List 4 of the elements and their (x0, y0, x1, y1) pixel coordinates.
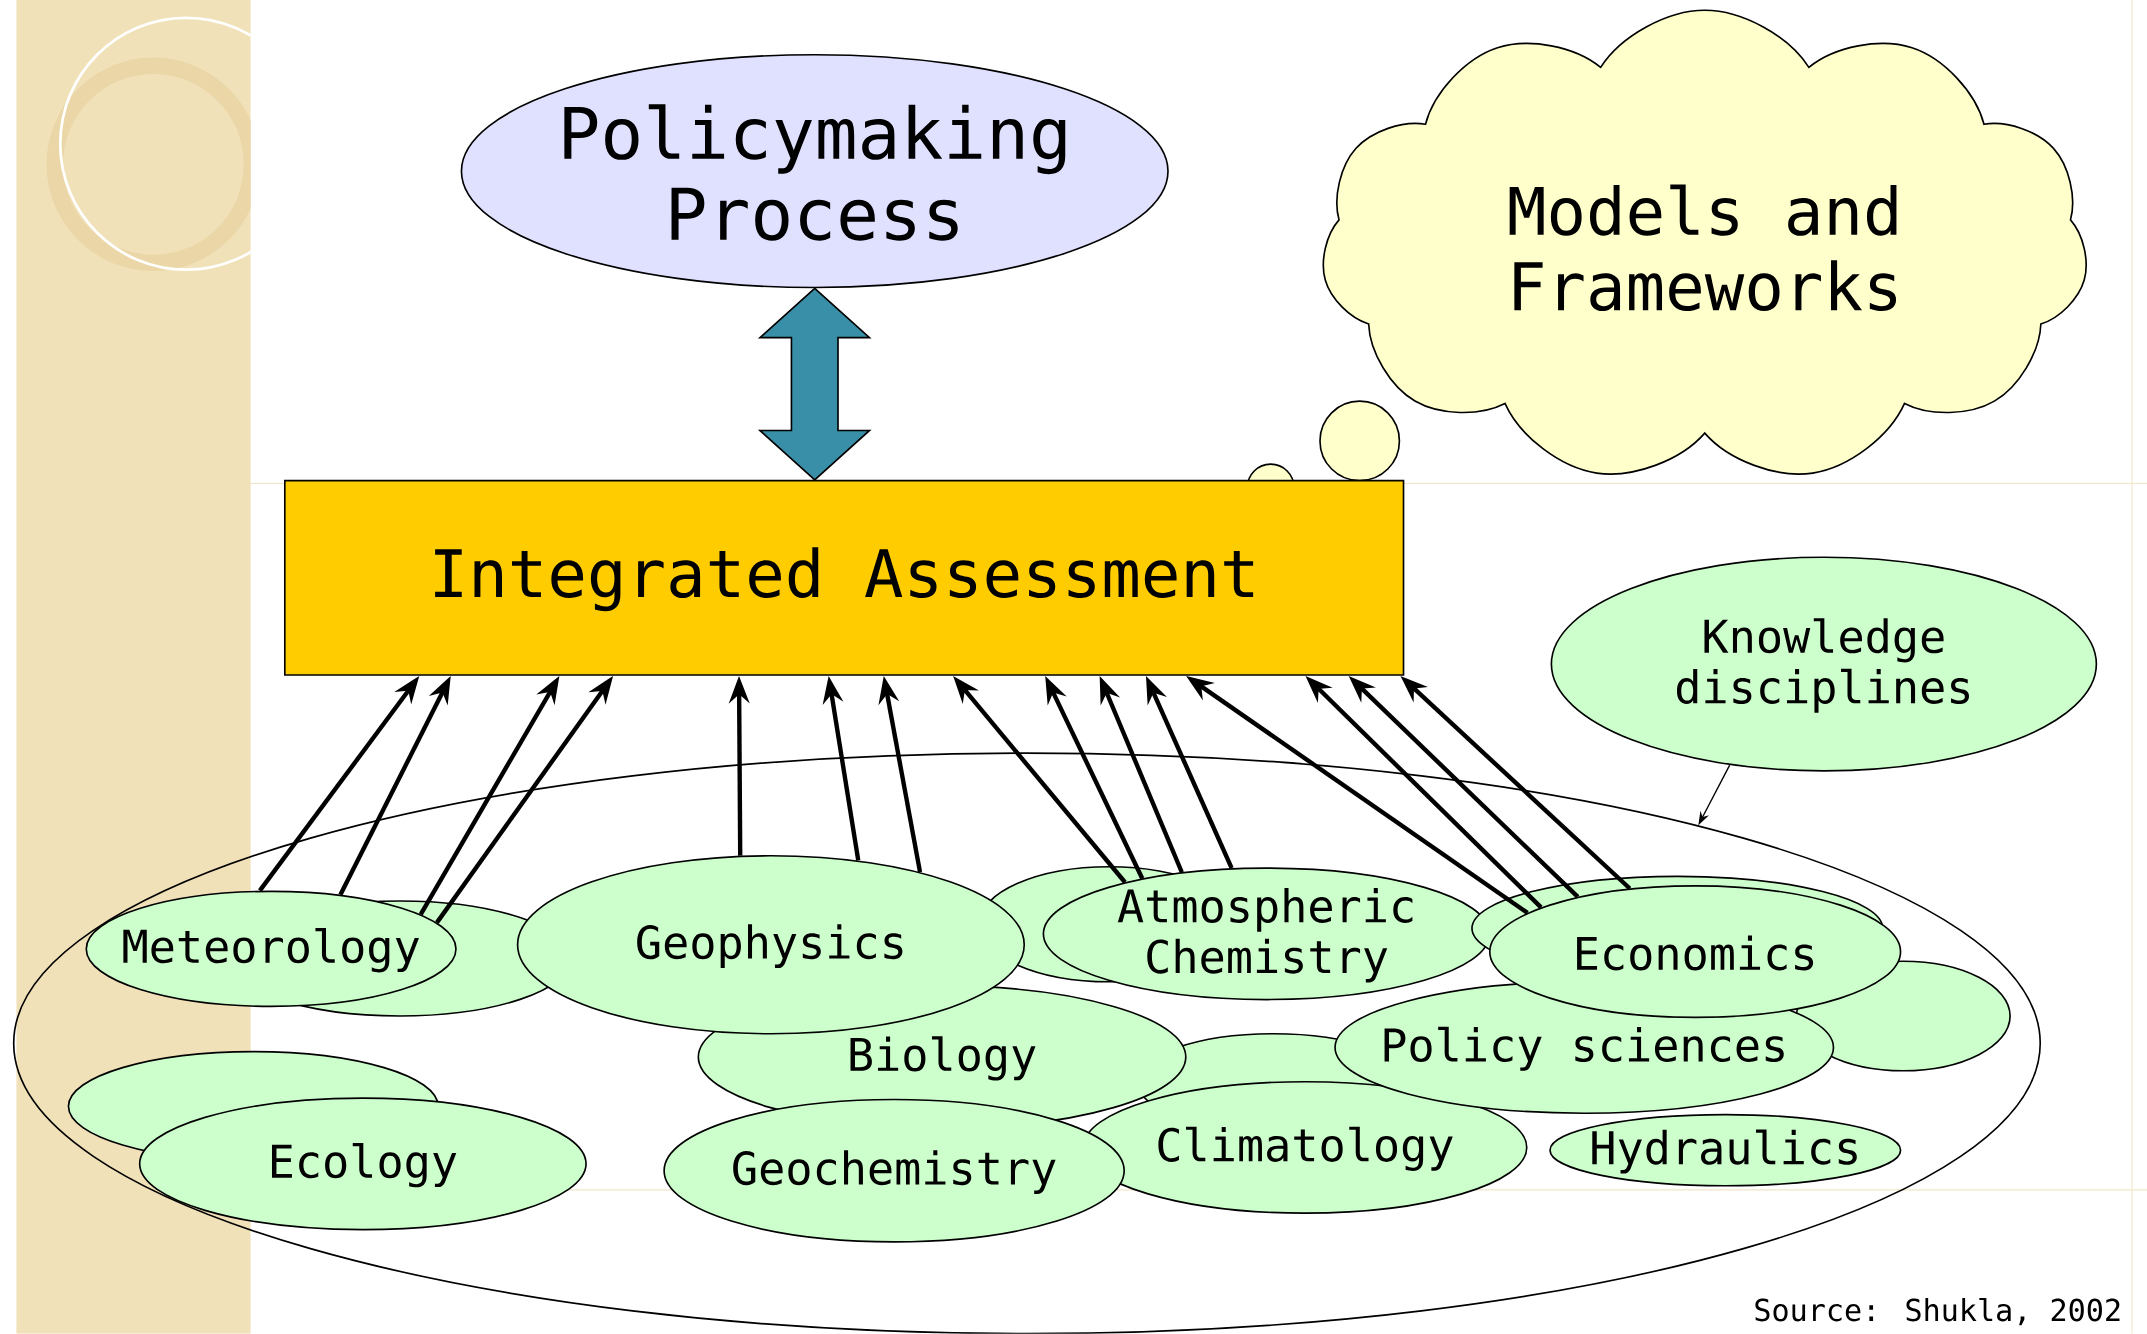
double-arrow (757, 287, 872, 482)
assessment-box: Integrated Assessment (284, 479, 1405, 677)
source-note: Source: Shukla, 2002 (1755, 1298, 2120, 1326)
thought-cloud: Models and Frameworks (1246, 9, 2087, 512)
